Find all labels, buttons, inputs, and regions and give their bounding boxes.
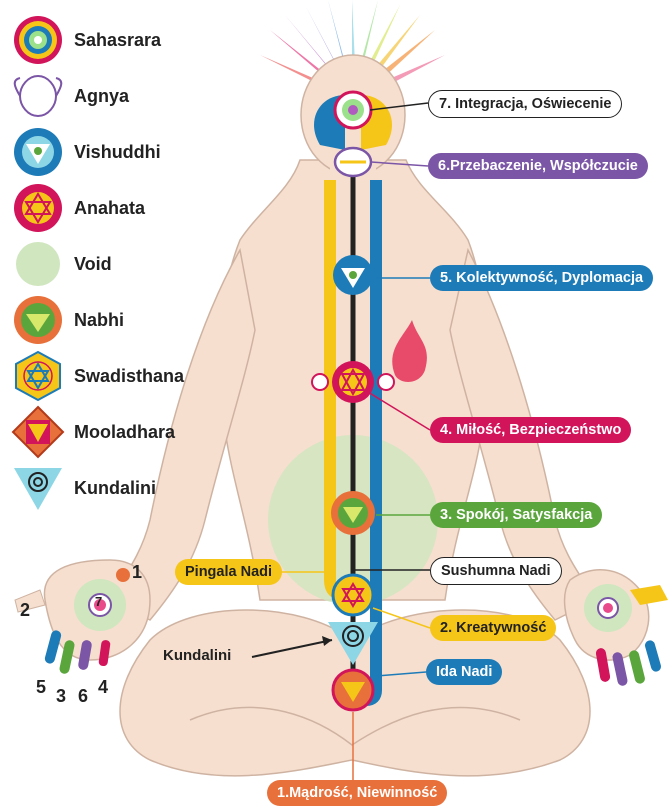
chakra-3-nabhi [331, 491, 375, 535]
label-ida-nadi: Ida Nadi [426, 659, 502, 685]
finger-number-5: 5 [36, 677, 46, 698]
label-chakra-7: 7. Integracja, Oświecenie [428, 90, 622, 118]
chakra-7-sahasrara [335, 92, 371, 128]
legend-item-kundalini: Kundalini [0, 460, 230, 516]
chakra-2-swadisthana [333, 575, 373, 615]
label-chakra-1: 1.Mądrość, Niewinność [267, 780, 447, 806]
chakra-6-agnya [335, 148, 371, 176]
legend-label: Void [74, 236, 112, 292]
label-chakra-2: 2. Kreatywność [430, 615, 556, 641]
kundalini-icon [10, 460, 66, 516]
vishuddhi-icon [10, 124, 66, 180]
mooladhara-icon [10, 404, 66, 460]
legend-item-nabhi: Nabhi [0, 292, 230, 348]
legend-item-mooladhara: Mooladhara [0, 404, 230, 460]
legend-item-void: Void [0, 236, 230, 292]
legend-label: Agnya [74, 68, 129, 124]
swadisthana-icon [10, 348, 66, 404]
agnya-icon [10, 68, 66, 124]
void-icon [10, 236, 66, 292]
legend-label: Anahata [74, 180, 145, 236]
label-chakra-4: 4. Miłość, Bezpieczeństwo [430, 417, 631, 443]
legend-item-vishuddhi: Vishuddhi [0, 124, 230, 180]
chakra-5-vishuddhi [333, 255, 373, 295]
legend-item-anahata: Anahata [0, 180, 230, 236]
label-kundalini-arrow: Kundalini [163, 647, 231, 664]
legend-label: Nabhi [74, 292, 124, 348]
label-chakra-3: 3. Spokój, Satysfakcja [430, 502, 602, 528]
finger-number-7: 7 [95, 594, 102, 609]
finger-number-1: 1 [132, 562, 142, 583]
label-pingala-nadi: Pingala Nadi [175, 559, 282, 585]
chakra-1-mooladhara [333, 670, 373, 710]
label-sushumna-nadi: Sushumna Nadi [430, 557, 562, 585]
legend-item-agnya: Agnya [0, 68, 230, 124]
finger-number-3: 3 [56, 686, 66, 707]
sahasrara-icon [10, 12, 66, 68]
legend-label: Vishuddhi [74, 124, 161, 180]
nabhi-icon [10, 292, 66, 348]
legend-item-swadisthana: Swadisthana [0, 348, 230, 404]
legend-label: Kundalini [74, 460, 156, 516]
label-chakra-6: 6.Przebaczenie, Współczucie [428, 153, 648, 179]
legend-label: Sahasrara [74, 12, 161, 68]
finger-number-6: 6 [78, 686, 88, 707]
legend-item-sahasrara: Sahasrara [0, 12, 230, 68]
label-chakra-5: 5. Kolektywność, Dyplomacja [430, 265, 653, 291]
anahata-icon [10, 180, 66, 236]
legend-label: Mooladhara [74, 404, 175, 460]
legend-label: Swadisthana [74, 348, 184, 404]
finger-number-2: 2 [20, 600, 30, 621]
finger-number-4: 4 [98, 677, 108, 698]
